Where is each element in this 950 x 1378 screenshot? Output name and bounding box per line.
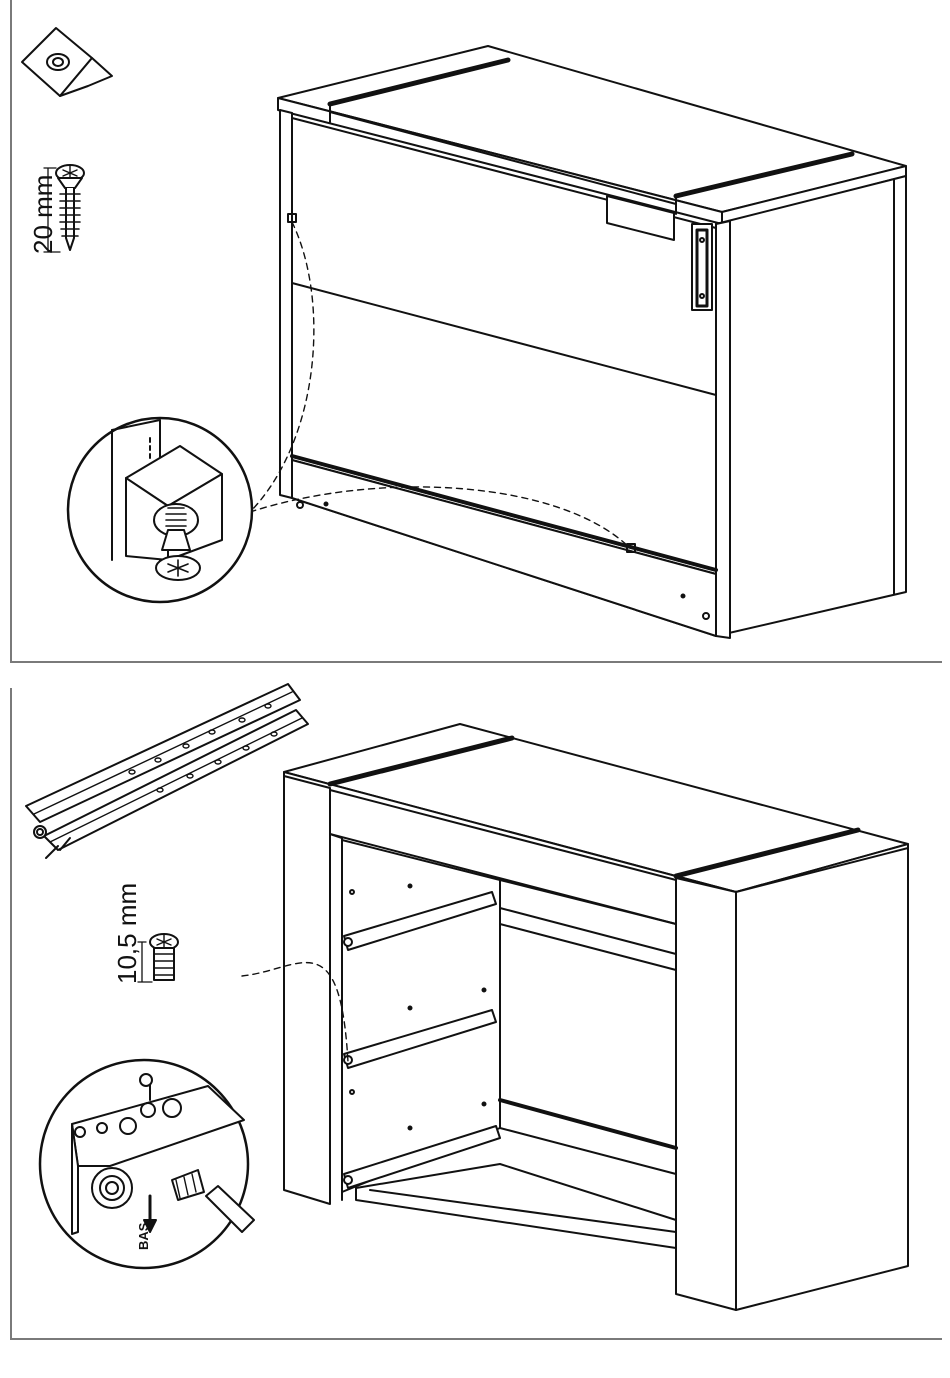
euro-screw-icon <box>138 934 178 982</box>
screw-length-label-20mm: 20 mm <box>28 175 59 254</box>
direction-label-bas: BAS <box>136 1223 151 1250</box>
cabinet-right-side <box>676 848 908 1310</box>
cabinet-top-panel <box>278 46 906 224</box>
corner-bracket-icon <box>22 28 112 96</box>
screw-length-label-10-5mm: 10,5 mm <box>112 883 143 984</box>
cabinet-bottom-panel <box>292 460 716 636</box>
cabinet-bottom-panel <box>356 1164 676 1248</box>
cabinet-left-side <box>284 776 342 1204</box>
cabinet-left-side <box>280 110 292 498</box>
drawer-runner-icon <box>26 684 308 858</box>
bracket-detail-callout <box>68 418 252 602</box>
cabinet-right-side <box>716 176 906 638</box>
step-1-illustration <box>0 0 950 670</box>
